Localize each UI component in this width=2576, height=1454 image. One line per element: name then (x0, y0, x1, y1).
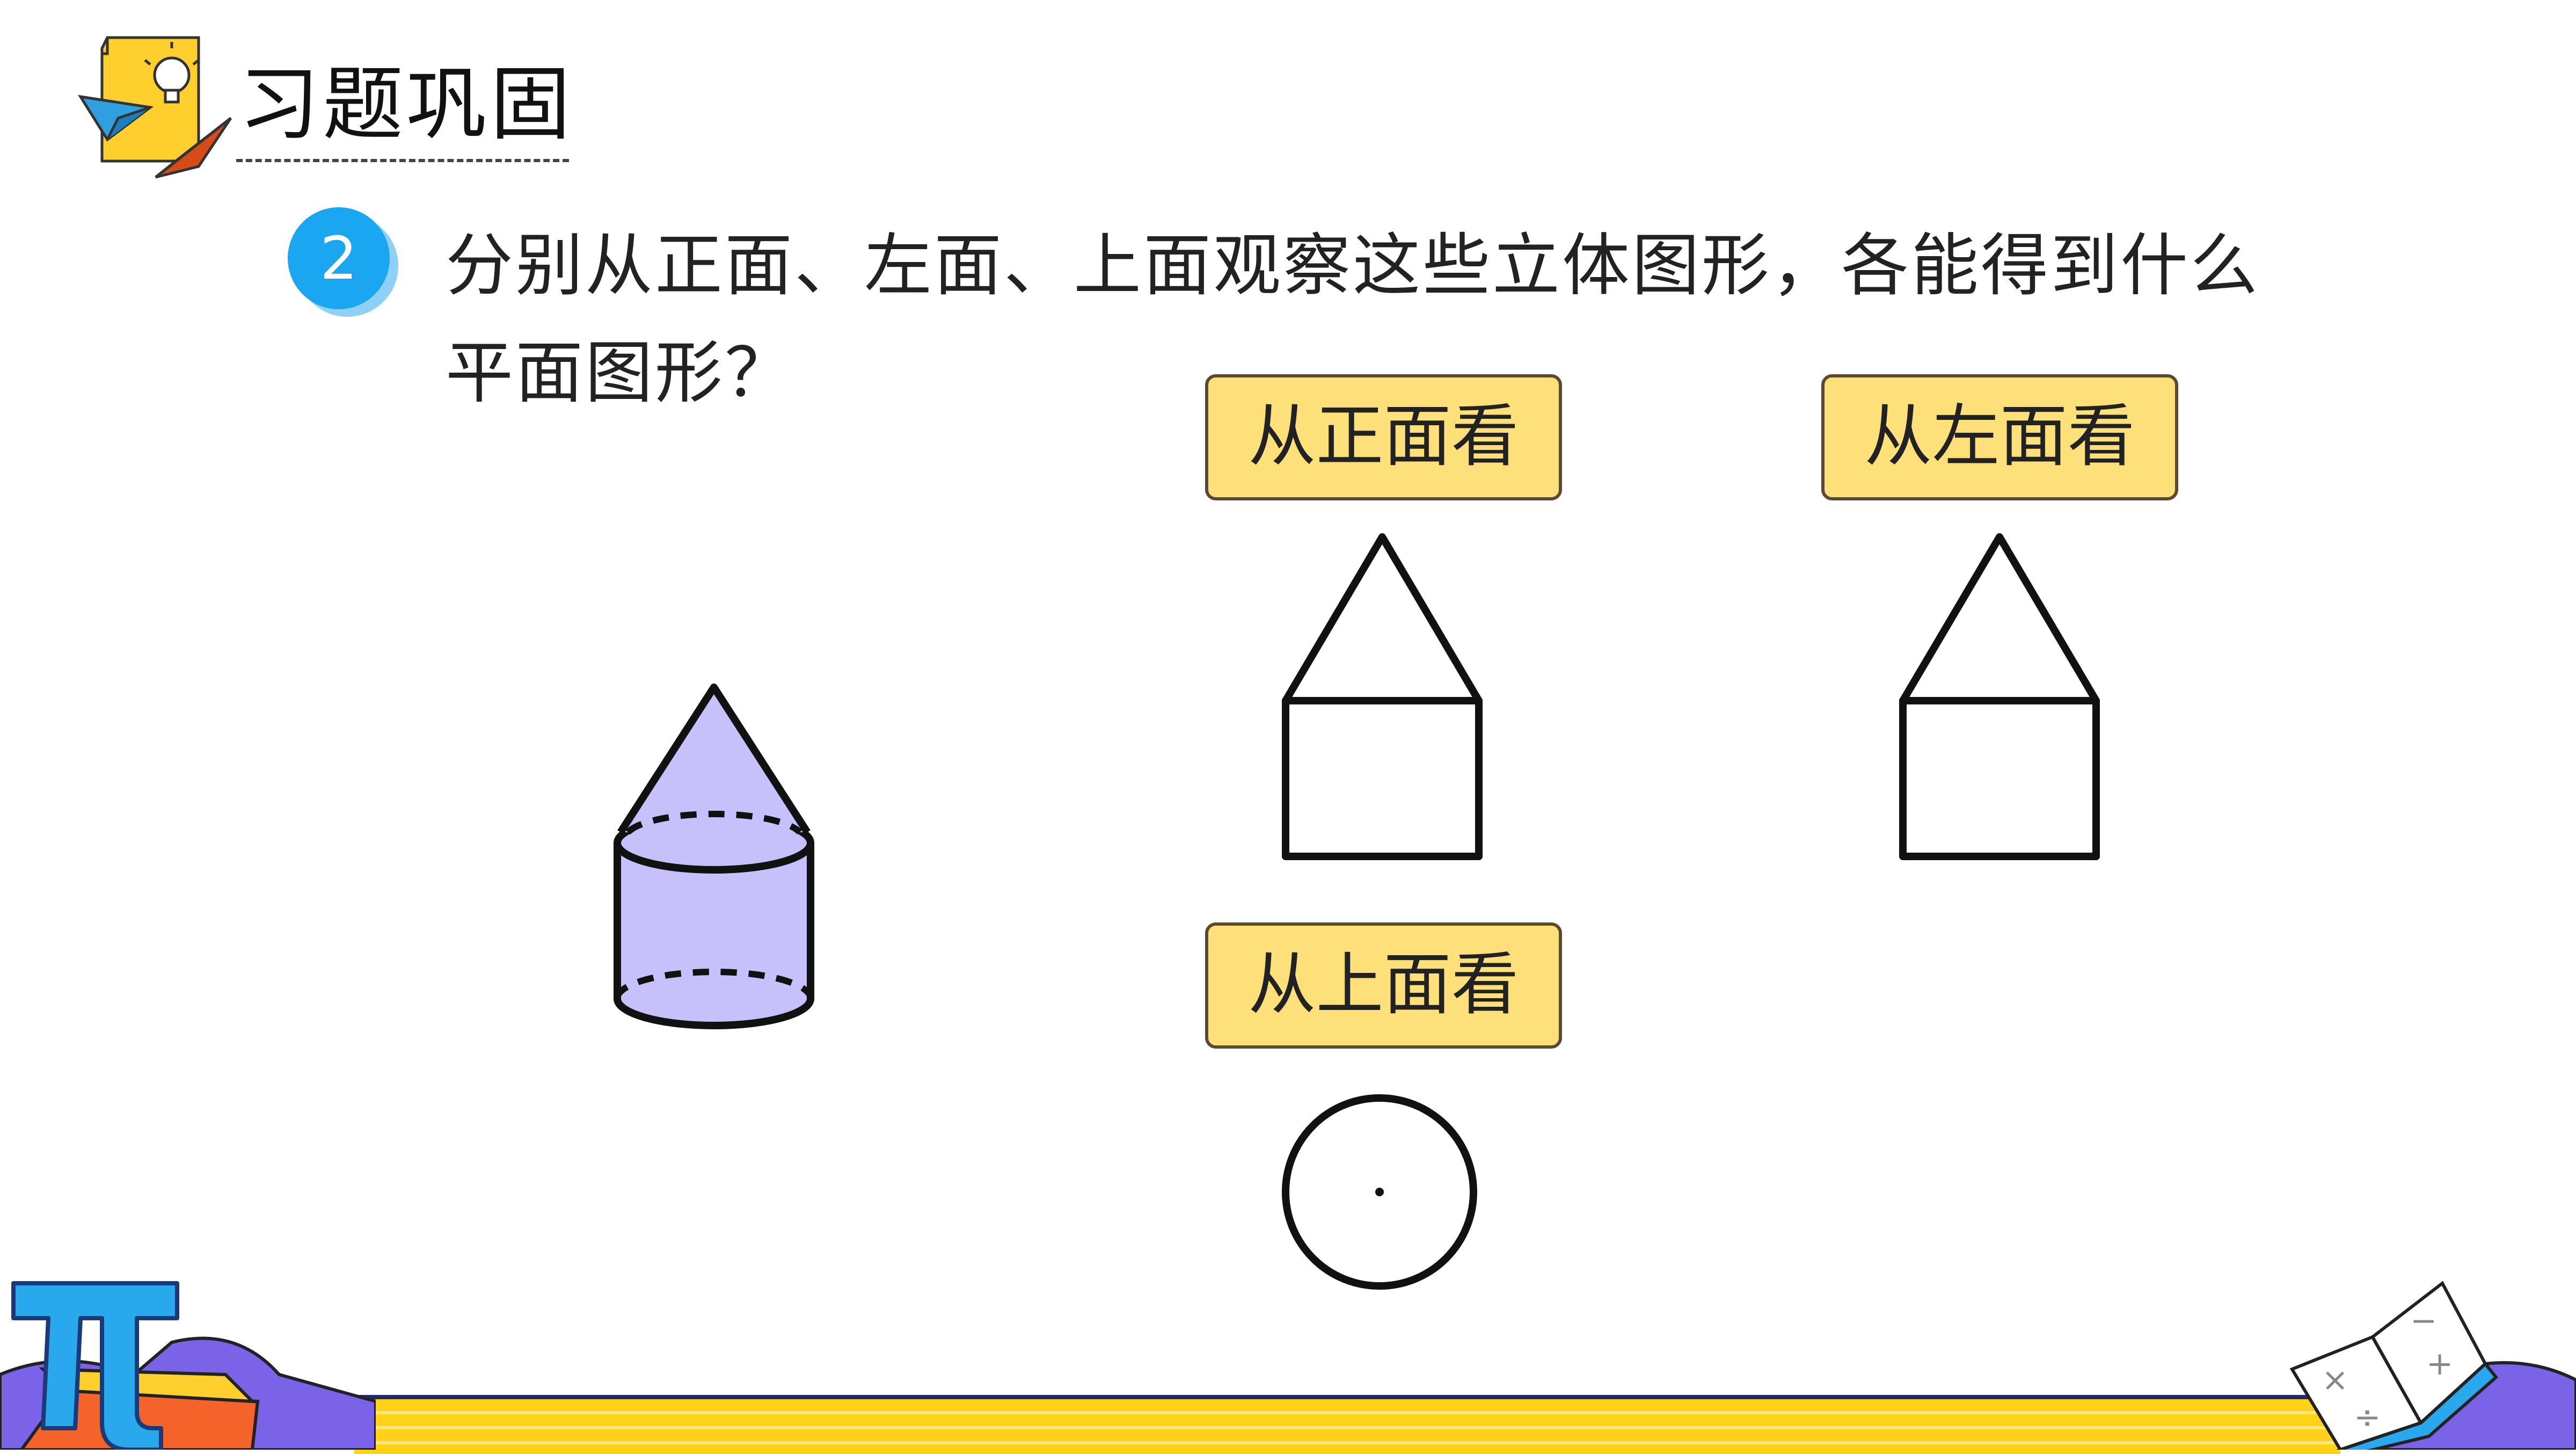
pi-symbol-icon (0, 1281, 376, 1450)
svg-text:÷: ÷ (2354, 1399, 2381, 1436)
front-view-label: 从正面看 (1205, 374, 1562, 500)
svg-text:−: − (2410, 1302, 2437, 1340)
left-view-shape (1899, 533, 2100, 860)
top-view-shape (1282, 1094, 1477, 1290)
open-book-icon: × ÷ − + (2289, 1281, 2576, 1450)
question-text: 分别从正面、左面、上面观察这些立体图形，各能得到什么平面图形？ (446, 226, 2260, 412)
bottom-band (354, 1395, 2340, 1454)
top-view-label: 从上面看 (1205, 922, 1562, 1049)
front-view-shape (1282, 533, 1483, 860)
left-view-label: 从左面看 (1821, 374, 2178, 500)
lightbulb-document-icon (77, 36, 232, 179)
cone-cylinder-solid (614, 684, 814, 1029)
svg-text:×: × (2322, 1361, 2348, 1399)
svg-text:+: + (2426, 1345, 2453, 1383)
question-number-badge: 2 (288, 207, 390, 309)
page-title: 习题巩固 (239, 58, 574, 151)
title-underline (236, 159, 569, 162)
